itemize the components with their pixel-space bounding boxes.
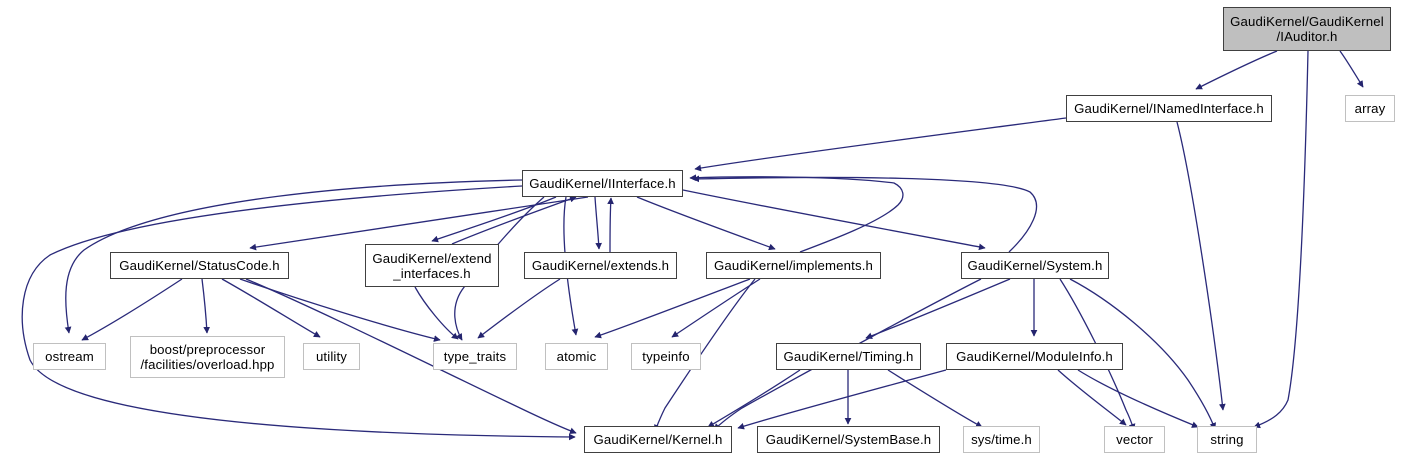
graph-node-timing[interactable]: GaudiKernel/Timing.h [776, 343, 921, 370]
graph-node-label: typeinfo [642, 349, 690, 364]
graph-node-label: sys/time.h [971, 432, 1032, 447]
graph-edge-system-to-kernel [713, 278, 982, 431]
graph-node-extends[interactable]: GaudiKernel/extends.h [524, 252, 677, 279]
graph-node-label: string [1210, 432, 1244, 447]
graph-edge-extends-to-typetraits [477, 278, 561, 339]
graph-edge-moduleinfo-to-vector [1057, 369, 1127, 426]
graph-node-label: GaudiKernel/SystemBase.h [765, 432, 932, 447]
graph-edge-system-to-timing [865, 278, 1011, 339]
graph-node-extendinterfaces[interactable]: GaudiKernel/extend _interfaces.h [365, 244, 499, 287]
graph-node-label: ostream [45, 349, 94, 364]
graph-node-label: GaudiKernel/IInterface.h [529, 176, 676, 191]
graph-edge-iauditor-to-string [1253, 50, 1309, 429]
graph-node-iinterface[interactable]: GaudiKernel/IInterface.h [522, 170, 683, 197]
graph-edge-statuscode-to-ostream [81, 278, 183, 341]
graph-edge-statuscode-to-typetraits [239, 278, 441, 342]
graph-node-label: GaudiKernel/implements.h [714, 258, 873, 273]
graph-edge-iauditor-to-array [1339, 50, 1364, 88]
graph-edge-timing-to-systime [887, 369, 983, 428]
graph-edge-statuscode-to-kernel [245, 278, 577, 434]
graph-node-moduleinfo[interactable]: GaudiKernel/ModuleInfo.h [946, 343, 1123, 370]
graph-node-statuscode[interactable]: GaudiKernel/StatusCode.h [110, 252, 289, 279]
graph-edge-iinterface-to-statuscode [249, 196, 589, 251]
graph-node-label: GaudiKernel/Kernel.h [593, 432, 723, 447]
graph-edge-system-to-iinterface [692, 175, 1037, 253]
graph-node-label: GaudiKernel/StatusCode.h [119, 258, 280, 273]
graph-edge-iinterface-to-ostream [64, 179, 523, 334]
graph-node-label: GaudiKernel/ModuleInfo.h [956, 349, 1113, 364]
graph-edge-inamedinterface-to-iinterface [694, 117, 1067, 172]
graph-edge-moduleinfo-to-kernel [737, 369, 947, 430]
graph-node-array[interactable]: array [1345, 95, 1395, 122]
graph-node-label: GaudiKernel/extends.h [531, 258, 670, 273]
graph-edge-implements-to-kernel [654, 278, 756, 432]
graph-node-implements[interactable]: GaudiKernel/implements.h [706, 252, 881, 279]
graph-node-label: boost/preprocessor /facilities/overload.… [140, 342, 275, 372]
graph-node-iauditor: GaudiKernel/GaudiKernel /IAuditor.h [1223, 7, 1391, 51]
graph-node-atomic[interactable]: atomic [545, 343, 608, 370]
graph-edge-system-to-vector [1059, 278, 1136, 431]
graph-node-label: GaudiKernel/Timing.h [783, 349, 914, 364]
graph-edge-extends-to-iinterface [607, 197, 614, 253]
graph-edge-system-to-string [1069, 278, 1216, 430]
graph-edge-implements-to-atomic [594, 278, 751, 339]
graph-node-system[interactable]: GaudiKernel/System.h [961, 252, 1109, 279]
graph-edge-moduleinfo-to-string [1077, 369, 1199, 428]
graph-node-label: GaudiKernel/extend _interfaces.h [372, 250, 492, 281]
graph-node-systime[interactable]: sys/time.h [963, 426, 1040, 453]
graph-edge-iinterface-to-system [682, 189, 986, 251]
graph-edge-iinterface-to-implements [636, 196, 776, 251]
graph-edge-inamedinterface-to-string [1176, 121, 1226, 411]
graph-node-utility[interactable]: utility [303, 343, 360, 370]
graph-node-inamedinterface[interactable]: GaudiKernel/INamedInterface.h [1066, 95, 1272, 122]
graph-edge-extendinterfaces-to-iinterface [451, 195, 577, 245]
graph-edge-statuscode-to-boostoverload [201, 278, 211, 334]
graph-node-label: GaudiKernel/System.h [967, 258, 1103, 273]
graph-node-label: GaudiKernel/GaudiKernel /IAuditor.h [1230, 14, 1384, 44]
graph-node-ostream[interactable]: ostream [33, 343, 106, 370]
graph-node-typeinfo[interactable]: typeinfo [631, 343, 701, 370]
graph-edge-iinterface-to-extendinterfaces [431, 196, 557, 243]
graph-node-vector[interactable]: vector [1104, 426, 1165, 453]
graph-node-boostoverload[interactable]: boost/preprocessor /facilities/overload.… [130, 336, 285, 378]
graph-edge-implements-to-typeinfo [671, 278, 761, 338]
graph-edge-extendinterfaces-to-typetraits [414, 286, 459, 340]
graph-node-typetraits[interactable]: type_traits [433, 343, 517, 370]
graph-edge-statuscode-to-utility [221, 278, 321, 338]
graph-edge-iinterface-to-ostream [21, 185, 576, 441]
graph-edge-iinterface-to-extends [594, 196, 603, 250]
graph-node-kernel[interactable]: GaudiKernel/Kernel.h [584, 426, 732, 453]
graph-edge-implements-to-iinterface [689, 174, 904, 253]
graph-edge-iauditor-to-inamedinterface [1195, 50, 1278, 90]
graph-node-label: array [1354, 101, 1386, 116]
graph-node-label: atomic [556, 349, 597, 364]
graph-node-label: GaudiKernel/INamedInterface.h [1074, 101, 1264, 116]
graph-node-systembase[interactable]: GaudiKernel/SystemBase.h [757, 426, 940, 453]
graph-node-label: type_traits [443, 349, 507, 364]
graph-node-label: utility [315, 349, 348, 364]
graph-node-label: vector [1116, 432, 1153, 447]
graph-node-string[interactable]: string [1197, 426, 1257, 453]
graph-edge-timing-to-kernel [707, 369, 801, 428]
